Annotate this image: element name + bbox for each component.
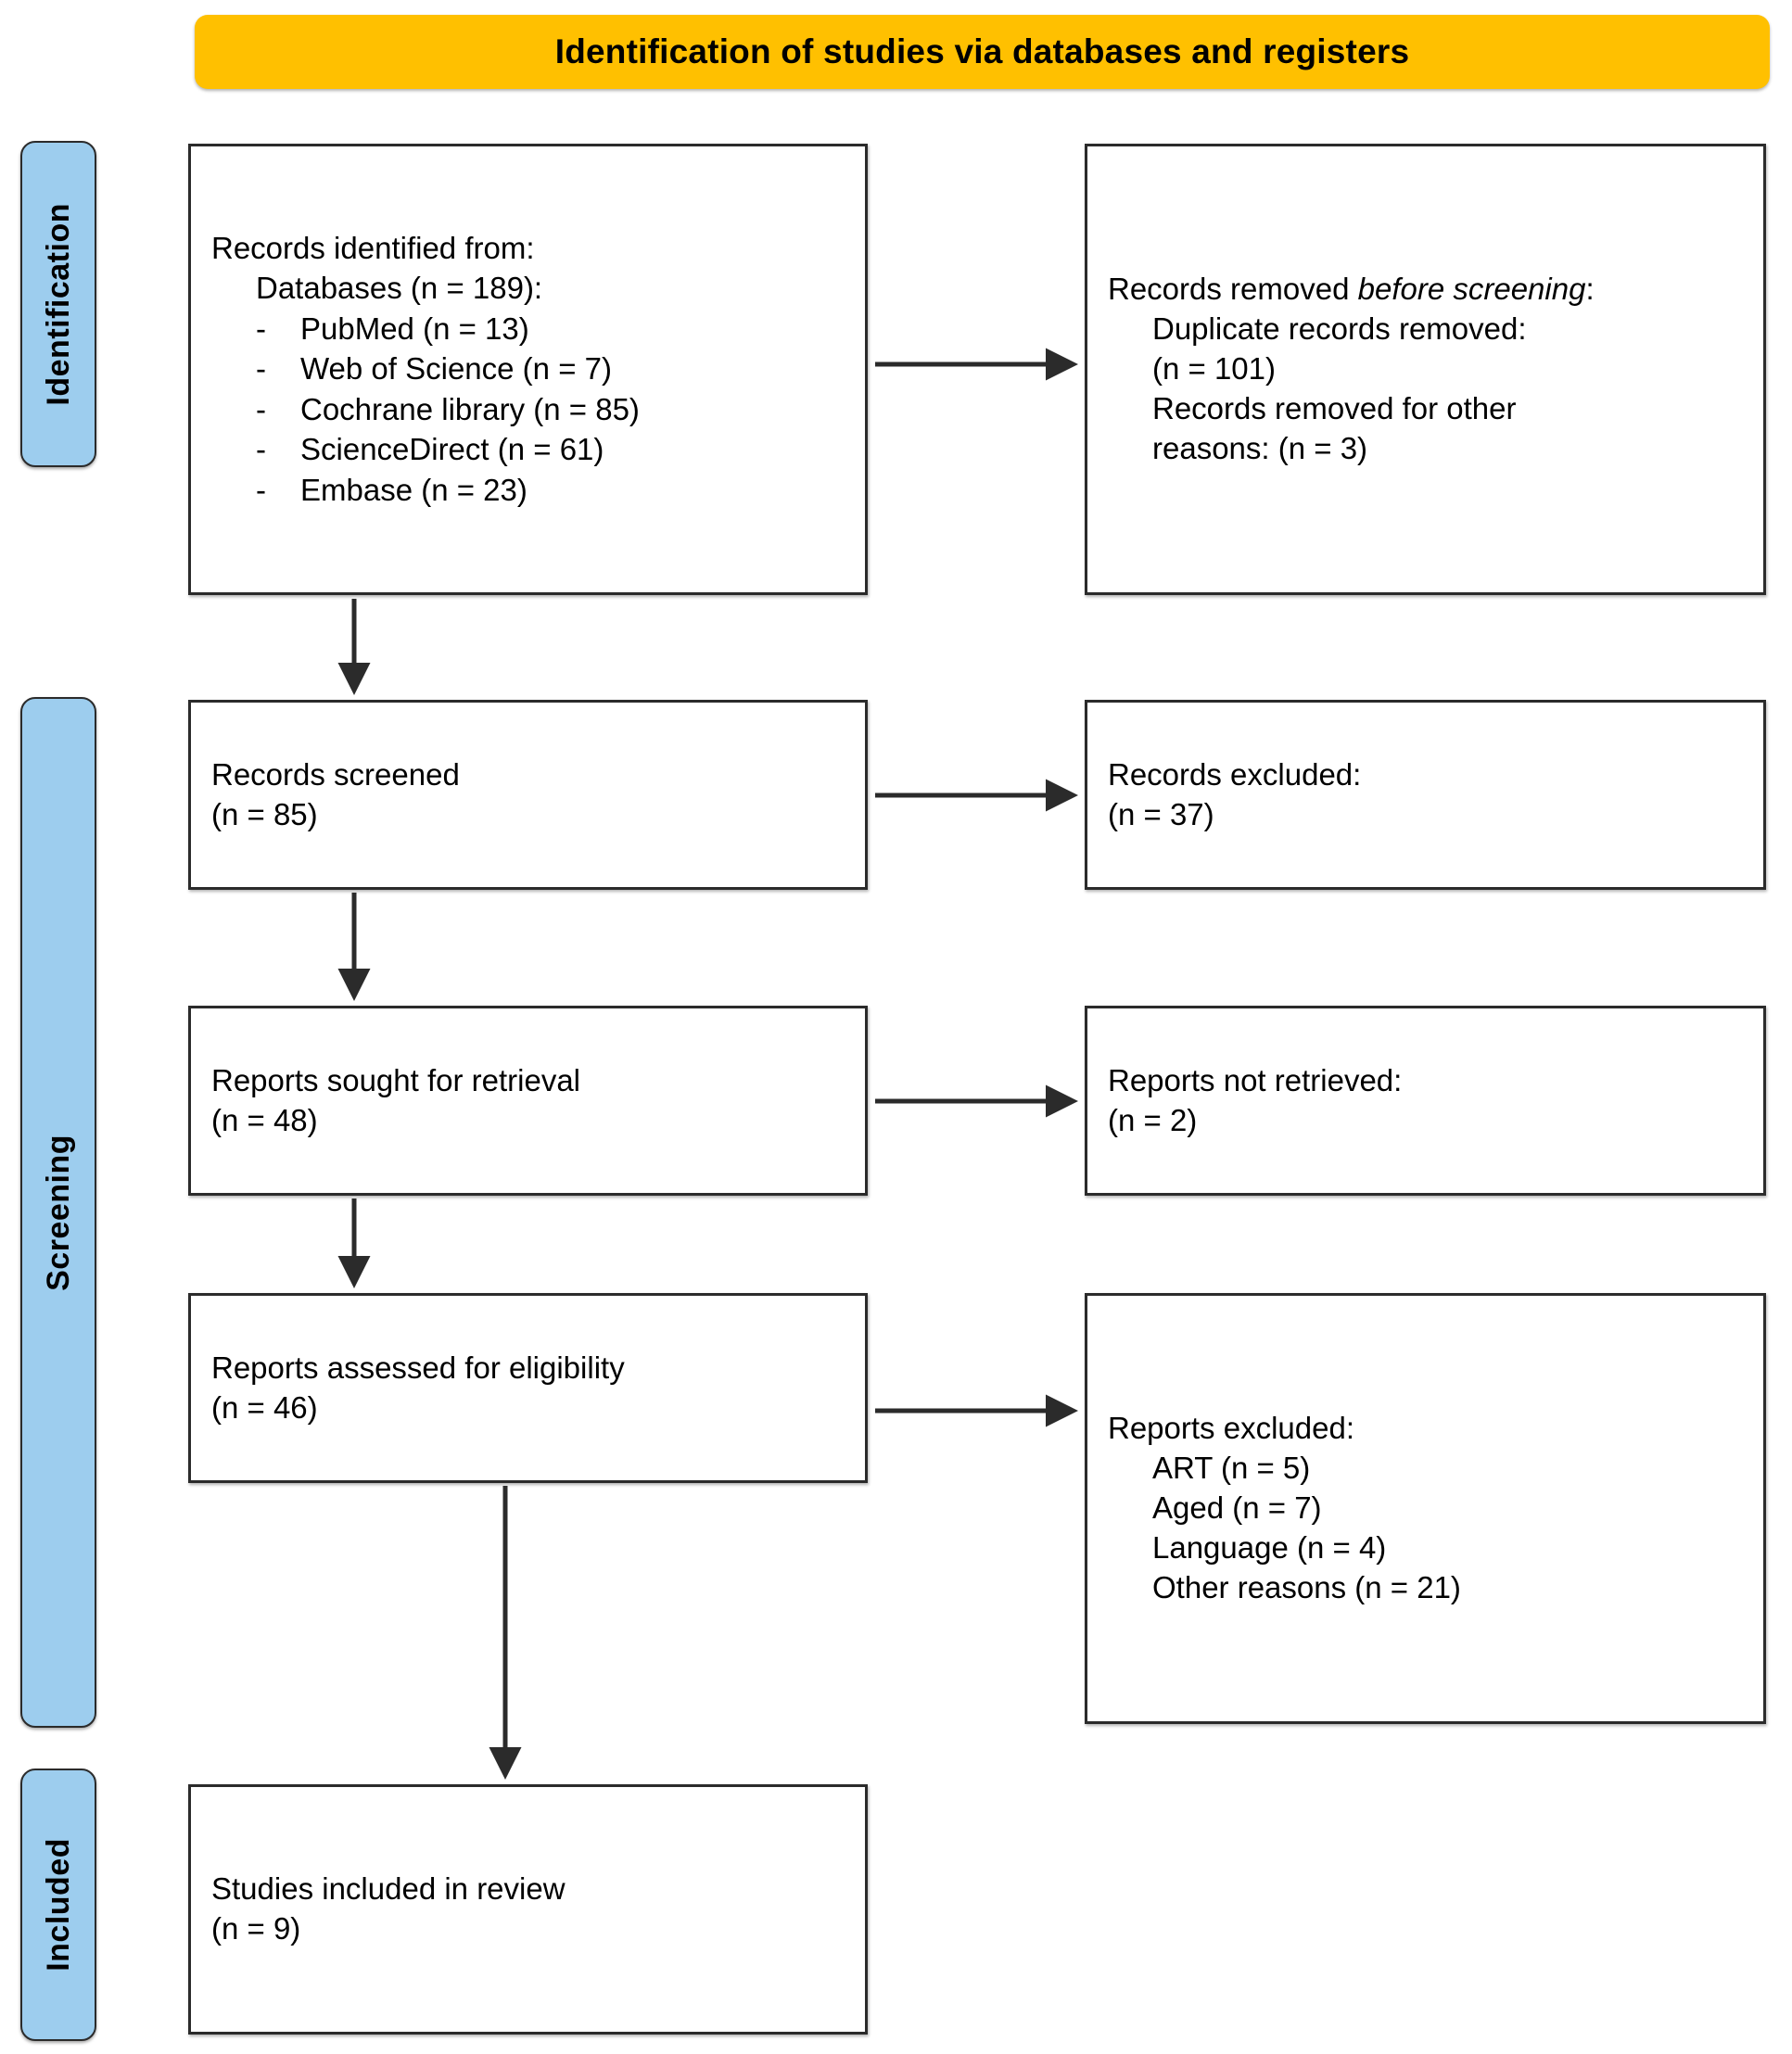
records-excluded-title: Records excluded: bbox=[1108, 756, 1362, 792]
records-excluded-count: (n = 37) bbox=[1108, 796, 1214, 831]
box-records-identified: Records identified from: Databases (n = … bbox=[188, 144, 868, 595]
stage-tab-included: Included bbox=[20, 1769, 96, 2041]
reports-eligibility-count: (n = 46) bbox=[211, 1389, 318, 1425]
records-removed-title-lead: Records removed bbox=[1108, 272, 1358, 307]
studies-included-count: (n = 9) bbox=[211, 1911, 301, 1946]
reports-excluded-title: Reports excluded: bbox=[1108, 1411, 1354, 1446]
records-removed-title-tail: : bbox=[1585, 272, 1595, 307]
list-item: ScienceDirect (n = 61) bbox=[211, 429, 845, 470]
reports-not-retrieved-title: Reports not retrieved: bbox=[1108, 1062, 1403, 1097]
box-studies-included-in-review: Studies included in review (n = 9) bbox=[188, 1784, 868, 2035]
records-identified-sources: PubMed (n = 13) Web of Science (n = 7) C… bbox=[211, 309, 845, 511]
stage-tab-identification: Identification bbox=[20, 141, 96, 467]
records-identified-title: Records identified from: bbox=[211, 230, 535, 265]
list-item: Duplicate records removed: bbox=[1152, 311, 1527, 347]
list-item: Aged (n = 7) bbox=[1152, 1490, 1322, 1526]
records-removed-lines: Duplicate records removed: (n = 101) Rec… bbox=[1108, 310, 1743, 469]
phase-banner-title: Identification of studies via databases … bbox=[554, 32, 1410, 70]
records-identified-subtitle: Databases (n = 189): bbox=[256, 270, 543, 305]
phase-banner-identification: Identification of studies via databases … bbox=[195, 15, 1770, 89]
records-screened-count: (n = 85) bbox=[211, 796, 318, 831]
records-identified-subtitle-list: Databases (n = 189): bbox=[211, 269, 845, 309]
reports-sought-count: (n = 48) bbox=[211, 1102, 318, 1137]
list-item: Language (n = 4) bbox=[1152, 1529, 1387, 1565]
list-item: Cochrane library (n = 85) bbox=[211, 389, 845, 430]
list-item: Other reasons (n = 21) bbox=[1152, 1569, 1461, 1604]
box-reports-assessed-for-eligibility: Reports assessed for eligibility (n = 46… bbox=[188, 1293, 868, 1483]
stage-tab-identification-label: Identification bbox=[40, 202, 76, 406]
list-item: Embase (n = 23) bbox=[211, 470, 845, 511]
box-reports-sought-for-retrieval: Reports sought for retrieval (n = 48) bbox=[188, 1006, 868, 1196]
list-item: Web of Science (n = 7) bbox=[211, 349, 845, 389]
box-records-removed-before-screening: Records removed before screening: Duplic… bbox=[1085, 144, 1766, 595]
box-records-excluded: Records excluded: (n = 37) bbox=[1085, 700, 1766, 890]
list-item: reasons: (n = 3) bbox=[1152, 430, 1368, 465]
records-removed-title: Records removed before screening: bbox=[1108, 270, 1743, 310]
list-item: ART (n = 5) bbox=[1152, 1451, 1311, 1486]
reports-not-retrieved-count: (n = 2) bbox=[1108, 1102, 1198, 1137]
stage-tab-screening-label: Screening bbox=[40, 1134, 76, 1291]
reports-eligibility-title: Reports assessed for eligibility bbox=[211, 1350, 625, 1385]
stage-tab-screening: Screening bbox=[20, 697, 96, 1728]
list-item: Records removed for other bbox=[1152, 390, 1517, 425]
records-screened-title: Records screened bbox=[211, 756, 460, 792]
studies-included-title: Studies included in review bbox=[211, 1871, 566, 1907]
box-reports-excluded: Reports excluded: ART (n = 5) Aged (n = … bbox=[1085, 1293, 1766, 1724]
stage-tab-included-label: Included bbox=[40, 1838, 76, 1972]
list-item: PubMed (n = 13) bbox=[211, 309, 845, 349]
box-reports-not-retrieved: Reports not retrieved: (n = 2) bbox=[1085, 1006, 1766, 1196]
list-item: (n = 101) bbox=[1152, 351, 1276, 387]
records-removed-title-emphasis: before screening bbox=[1357, 272, 1586, 307]
reports-sought-title: Reports sought for retrieval bbox=[211, 1062, 581, 1097]
box-records-screened: Records screened (n = 85) bbox=[188, 700, 868, 890]
reports-excluded-reasons: ART (n = 5) Aged (n = 7) Language (n = 4… bbox=[1108, 1449, 1743, 1608]
